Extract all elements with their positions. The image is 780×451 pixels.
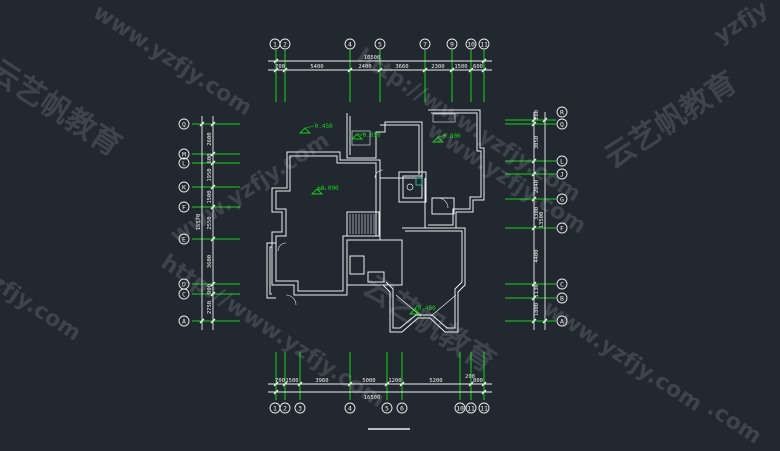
right-axis-label: J <box>560 171 564 179</box>
left-axis-label: F <box>182 204 186 212</box>
bottom-axis-label: 11 <box>467 405 475 413</box>
left-axis-label: D <box>182 281 186 289</box>
top-dim-seg-4: 2300 <box>431 64 444 70</box>
bottom-axis-label: 6 <box>400 405 404 413</box>
top-axis-label: 9 <box>450 41 454 49</box>
bottom-dim-seg-5: 5200 <box>429 378 442 384</box>
right-dim-seg-5: 1130 <box>534 284 540 297</box>
top-dim-seg-1: 5400 <box>310 64 323 70</box>
axis-lines-bottom <box>275 352 485 400</box>
right-axis-label: B <box>560 295 564 303</box>
elevation-label: -0.450 <box>311 123 333 130</box>
axis-lines-right <box>505 119 556 322</box>
bottom-axis-label: 2 <box>283 405 287 413</box>
bottom-dim-seg-0: 700 <box>275 378 285 384</box>
elevation-label: -0.450 <box>414 305 436 312</box>
top-dim-seg-6: 600 <box>473 64 483 70</box>
bottom-dim-seg-6: 800 <box>473 378 483 384</box>
right-axis-label: C <box>560 281 564 289</box>
bottom-axis-label: 1 <box>273 405 277 413</box>
elevation-label: ±0.000 <box>317 185 339 192</box>
right-axis-label: A <box>560 318 564 326</box>
right-dim-seg-4: 4400 <box>534 249 540 262</box>
left-axis-label: C <box>182 291 186 299</box>
left-dim-seg-6: 900 <box>207 284 213 294</box>
left-dim-total: 15570 <box>196 214 202 231</box>
right-dim-seg-6: 1800 <box>534 303 540 316</box>
left-axis-label: Q <box>182 121 186 129</box>
top-axis-label: 4 <box>348 41 352 49</box>
right-dim-total: 13500 <box>539 212 545 229</box>
left-dim-seg-3: 1500 <box>207 190 213 203</box>
top-axis-label: 5 <box>378 41 382 49</box>
bottom-axis-label: 5 <box>385 405 389 413</box>
right-dim-seg-0: 200 <box>534 110 540 120</box>
floor-plan-walls <box>266 109 485 333</box>
top-dim-total: 16500 <box>364 55 381 61</box>
left-dim-seg-7: 2750 <box>207 301 213 314</box>
right-dim-seg-1: 3050 <box>534 136 540 149</box>
dimension-lines <box>201 60 546 393</box>
right-axis-label: Q <box>560 121 564 129</box>
dimension-ticks <box>199 58 548 395</box>
bottom-dim-total: 16500 <box>364 395 381 401</box>
top-axis-label: 10 <box>467 41 475 49</box>
elevation-label: -0.800 <box>439 133 461 140</box>
right-dim-seg-3: 3300 <box>534 207 540 220</box>
top-axis-label: 2 <box>283 41 287 49</box>
left-axis-label: E <box>182 236 186 244</box>
bottom-axis-label: 3 <box>298 405 302 413</box>
bottom-dim-seg-3: 5000 <box>362 378 375 384</box>
right-axis-label: F <box>560 225 564 233</box>
elevation-label: -0.050 <box>359 132 381 139</box>
top-dim-seg-3: 3660 <box>395 64 408 70</box>
right-axis-label: G <box>560 196 564 204</box>
bottom-dim-seg-4: 1200 <box>388 378 401 384</box>
top-axis-label: 7 <box>423 41 427 49</box>
left-dim-seg-1: 600 <box>207 154 213 164</box>
top-dim-seg-2: 2400 <box>358 64 371 70</box>
bottom-dim-extra: 200 <box>465 374 475 380</box>
left-dim-seg-5: 3600 <box>207 255 213 268</box>
top-dim-seg-0: 700 <box>275 64 285 70</box>
bottom-axis-label: 10 <box>456 405 464 413</box>
bottom-axis-label: 4 <box>348 405 352 413</box>
left-axis-label: A <box>182 318 186 326</box>
top-axis-label: 11 <box>480 41 488 49</box>
right-axis-label: R <box>560 109 564 117</box>
left-axis-label: L <box>182 160 186 168</box>
left-axis-label: M <box>182 151 186 159</box>
top-dim-seg-5: 1500 <box>454 64 467 70</box>
bottom-dim-seg-2: 3960 <box>315 378 328 384</box>
left-dim-seg-0: 2600 <box>207 132 213 145</box>
axis-lines-left <box>192 123 240 322</box>
left-dim-seg-4: 2550 <box>207 216 213 229</box>
left-axis-label: K <box>182 184 186 192</box>
bottom-axis-label: 11 <box>480 405 488 413</box>
bottom-dim-seg-1: 1500 <box>285 378 298 384</box>
right-axis-label: L <box>560 158 564 166</box>
right-dim-seg-2: 2040 <box>534 180 540 193</box>
axis-lines-top <box>275 50 485 102</box>
left-dim-seg-2: 1950 <box>207 168 213 181</box>
top-axis-label: 1 <box>273 41 277 49</box>
